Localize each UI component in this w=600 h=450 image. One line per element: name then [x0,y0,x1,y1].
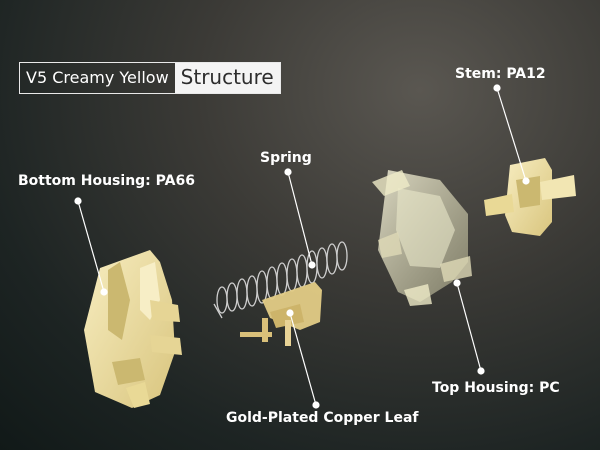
product-name: V5 Creamy Yellow [26,68,169,87]
stem-part [484,158,576,236]
spring-label: Spring [260,150,312,166]
structure-heading: Structure [174,63,280,93]
top-housing-label: Top Housing: PC [432,380,560,396]
copper-leaf-part [240,282,322,346]
stem-label: Stem: PA12 [455,66,546,82]
leader-lines [74,84,530,409]
bottom-housing-label: Bottom Housing: PA66 [18,173,195,189]
leaf-label: Gold-Plated Copper Leaf [226,410,419,426]
bottom-housing-part [84,250,182,408]
top-housing-part [372,170,472,306]
title-box: V5 Creamy Yellow Structure [19,62,281,94]
